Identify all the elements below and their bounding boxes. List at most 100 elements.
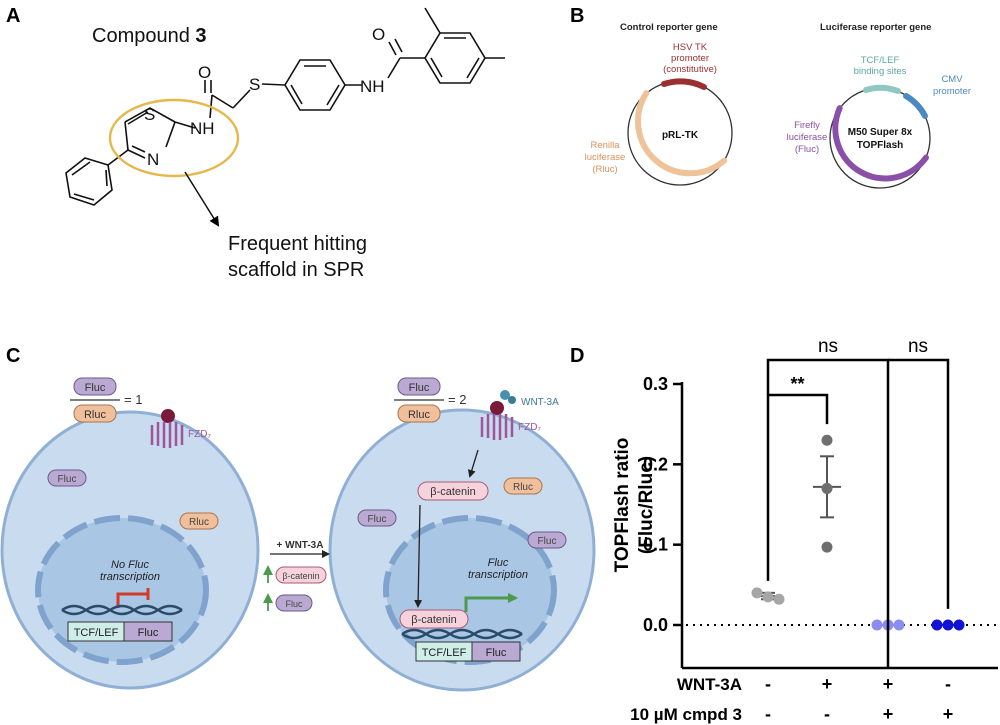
mid-fluc-pill [275, 594, 313, 612]
fzd7-ligand-site-right [490, 401, 504, 415]
panel-letter-b: B [570, 5, 584, 27]
data-point-g1-p0 [821, 434, 833, 446]
data-point-g1-p1 [821, 482, 833, 494]
fzd-to-beta-arrow [467, 449, 479, 478]
scaffold-highlight-ellipse [108, 98, 240, 178]
ratio-right-value: = 2 [448, 392, 466, 407]
no-transcription-line-1: No Fluc [111, 559, 149, 571]
bond-s-aryl [261, 83, 286, 86]
fzd7-label-right: FZD₇ [518, 422, 541, 433]
cmv-line-1: CMV [941, 74, 963, 85]
fzd7-helices-right [480, 414, 514, 440]
fzd7-receptor-left [150, 409, 184, 448]
bond-co-r2 [394, 38, 403, 53]
y-axis-label-line-2: (Fluc/Rluc) [636, 456, 657, 554]
bond-co-r1 [388, 41, 397, 56]
y-tick-label-1: 0.1 [643, 535, 668, 555]
fzd7-label-left: FZD₇ [188, 429, 211, 440]
compound-label: Compound 3 [92, 25, 207, 47]
atom-s-ring: S [144, 105, 155, 124]
luciferase-reporter-title: Luciferase reporter gene [820, 22, 931, 33]
data-point-g3-p0 [931, 619, 943, 631]
panel-letter-c: C [6, 345, 20, 367]
phenyl-double-3 [105, 169, 108, 187]
renilla-line-3: (Rluc) [592, 164, 617, 175]
cyto-rluc-right-pill [503, 477, 543, 495]
panel-b-plasmids: Control reporter gene Luciferase reporte… [585, 22, 971, 189]
fzd7-receptor-right [480, 390, 516, 440]
ratio-left-rluc: Rluc [84, 409, 107, 421]
callout-line-1: Frequent hitting [228, 233, 367, 255]
prl-tk-label: pRL-TK [662, 130, 699, 141]
mid-fluc-label: Fluc [285, 599, 303, 609]
thiazole-bond-top [124, 107, 176, 123]
phenylene-double-3 [290, 84, 303, 105]
dna-strand-right-2 [401, 628, 523, 640]
cyto-beta-pill [417, 481, 489, 501]
hsv-tk-promoter-arc [661, 78, 707, 90]
bond-nh-co [387, 57, 401, 79]
cyto-fluc-right-1: Fluc [368, 514, 387, 525]
wnt-condition-2: + [883, 674, 894, 694]
callout-line-2: scaffold in SPR [228, 259, 364, 281]
transcription-line-2: transcription [468, 569, 528, 581]
significance-label-1: ns [818, 336, 838, 357]
scaffold-callout-arrow [184, 171, 220, 227]
topflash-label-2: TOPFlash [857, 140, 904, 151]
phenyl-double-2 [73, 193, 95, 201]
panel-d-chart: TOPFlash ratio (Fluc/Rluc) WNT-3A 10 µM … [612, 336, 998, 724]
data-point-g0-p1 [762, 591, 774, 603]
atom-o-right: O [372, 25, 385, 44]
active-promoter-arrow [464, 593, 518, 612]
firefly-line-2: luciferase [787, 132, 828, 143]
bond-amide-n [174, 121, 196, 129]
ratio-right-fluc: Fluc [409, 382, 430, 394]
thiazole-double-bond-2 [131, 145, 146, 153]
firefly-gene-arc [832, 105, 929, 182]
significance-bracket-2 [888, 358, 950, 609]
dmp-double-3 [430, 57, 443, 78]
ratio-left-fluc-pill [73, 377, 117, 396]
tcf-sites-line-1: TCF/LEF [861, 55, 900, 66]
thiazole-bond-bottom [127, 149, 146, 159]
cyto-fluc-left: Fluc [58, 474, 77, 485]
firefly-line-1: Firefly [794, 120, 820, 131]
panel-c-cells: Fluc Rluc = 1 Fluc Rluc = 2 FZD₇ WNT-3A … [0, 377, 596, 692]
data-point-g0-p0 [751, 587, 763, 599]
phenyl-double-1 [71, 161, 91, 176]
cyto-fluc-right-pill-1 [357, 509, 397, 527]
fluc-gene-box-left [123, 621, 173, 642]
tcf-lef-sites-arc [863, 84, 901, 94]
fluc-gene-right: Fluc [486, 647, 507, 659]
ratio-left-value: = 1 [124, 392, 142, 407]
panel-letter-d: D [570, 345, 584, 367]
panel-letter-a: A [6, 5, 20, 27]
ratio-right-fluc-pill [397, 377, 441, 396]
cyto-fluc-right-2: Fluc [538, 536, 557, 547]
cyto-fluc-left-pill [47, 469, 87, 487]
cyto-rluc-left-pill [179, 512, 219, 530]
topflash-label-1: M50 Super 8x [848, 127, 913, 138]
wnt-condition-1: + [822, 674, 833, 694]
wnt-label: WNT-3A [521, 397, 559, 408]
cmv-promoter-arc [903, 93, 928, 119]
ratio-left-rluc-pill [73, 404, 117, 423]
ratio-right-rluc-pill [397, 404, 441, 423]
significance-label-2: ns [908, 336, 928, 357]
phenylene-double-2 [326, 84, 340, 106]
tcf-label-left: TCF/LEF [74, 627, 119, 639]
wnt-condition-0: - [765, 674, 771, 694]
cmpd-condition-1: - [824, 704, 830, 724]
cyto-beta-label: β-catenin [430, 486, 475, 498]
no-transcription-line-2: transcription [100, 571, 160, 583]
data-point-g3-p1 [942, 619, 954, 631]
fluc-gene-box-right [471, 641, 521, 662]
tcf-sites-line-2: binding sites [854, 66, 907, 77]
dna-strand-right-1 [401, 628, 523, 640]
thiazole-bond-left [124, 121, 129, 151]
significance-label-0: ** [790, 374, 804, 394]
phenylene-ring [284, 59, 346, 111]
row-label-wnt: WNT-3A [677, 675, 742, 694]
